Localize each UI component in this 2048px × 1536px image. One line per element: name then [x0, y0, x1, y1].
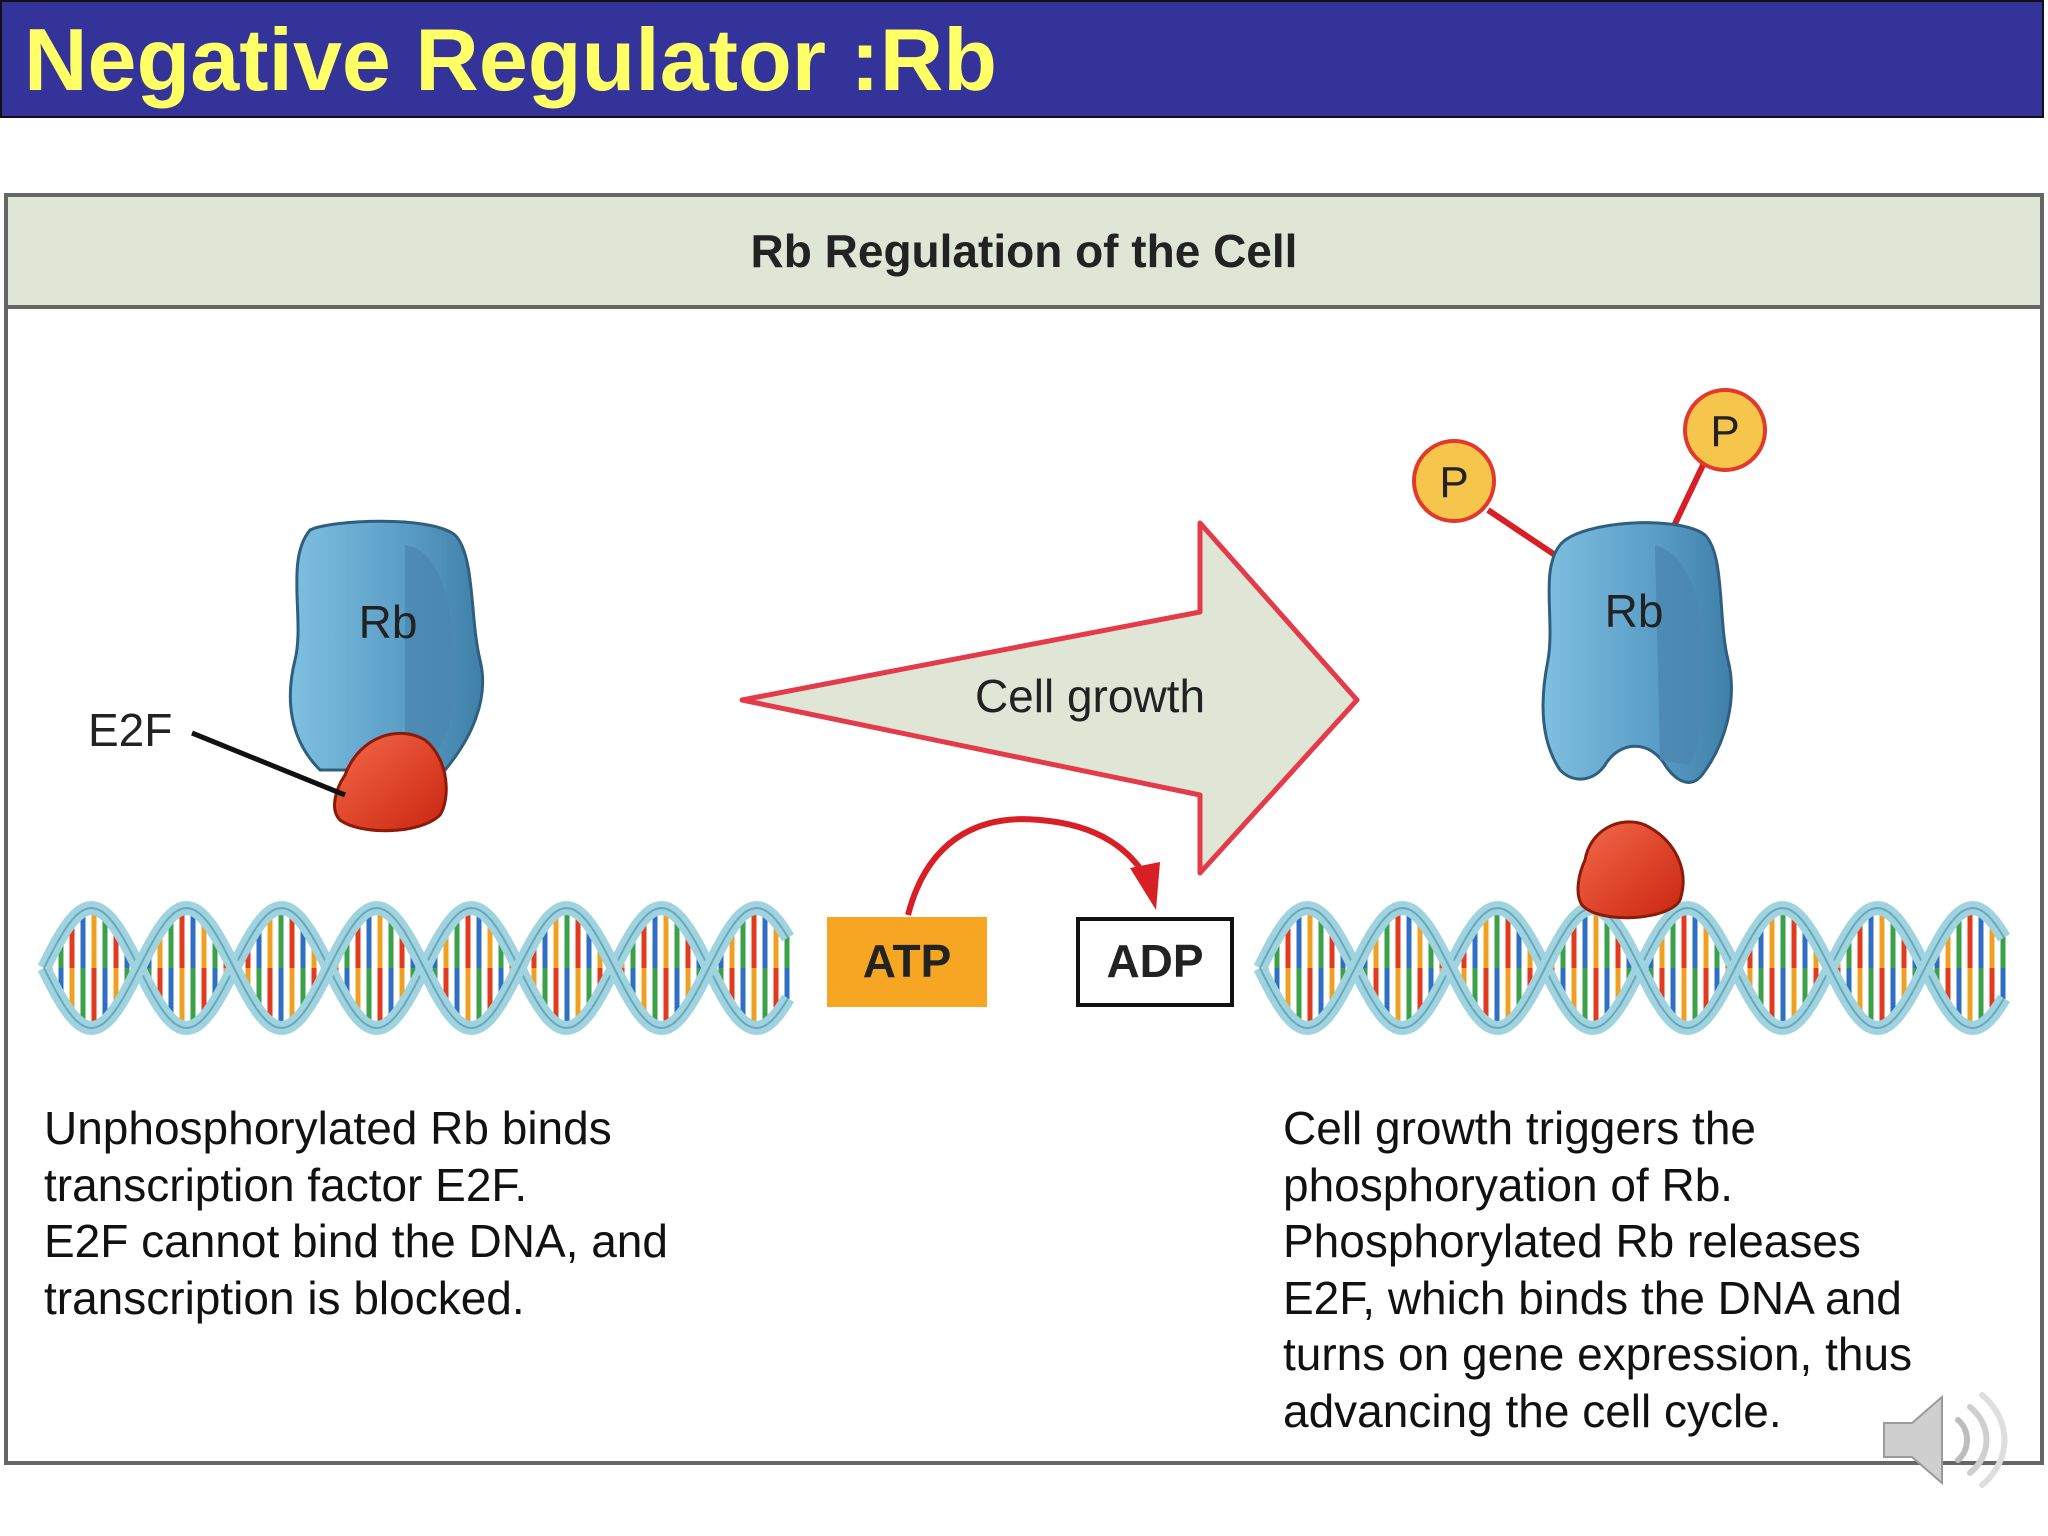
caption-right: Cell growth triggers the phosphoryation … [1283, 1100, 1912, 1439]
rb-protein-right: Rb [1541, 521, 1733, 784]
caption-left-line: transcription is blocked. [44, 1271, 525, 1324]
adp-box: ADP [1076, 917, 1234, 1007]
caption-right-line: E2F, which binds the DNA and [1283, 1271, 1902, 1324]
atp-label: ATP [863, 935, 952, 987]
figure-header: Rb Regulation of the Cell [8, 197, 2040, 309]
phosphate-group-1: P [1412, 439, 1557, 558]
dna-strand-edge [43, 906, 789, 1030]
atp-adp-arrow [905, 816, 1160, 916]
caption-left-line: Unphosphorylated Rb binds [44, 1102, 612, 1154]
caption-left-line: transcription factor E2F. [44, 1158, 528, 1211]
title-bar: Negative Regulator :Rb [0, 0, 2044, 118]
cell-growth-label: Cell growth [975, 670, 1205, 722]
caption-right-line: turns on gene expression, thus [1283, 1328, 1913, 1380]
speaker-icon[interactable] [1880, 1385, 2010, 1500]
caption-left: Unphosphorylated Rb binds transcription … [44, 1100, 668, 1326]
caption-right-line: Phosphorylated Rb releases [1283, 1215, 1861, 1267]
e2f-pointer-line [191, 730, 346, 798]
rb-label-left: Rb [359, 596, 418, 648]
dna-strand-edge [1259, 906, 2005, 1030]
dna-helix-right [1253, 900, 2010, 1036]
figure-panel: Rb Regulation of the Cell [4, 193, 2044, 1465]
phosphate-label-1: P [1439, 458, 1468, 507]
caption-right-line: Cell growth triggers the [1283, 1102, 1756, 1154]
e2f-protein-right [1576, 820, 1685, 920]
caption-right-line: advancing the cell cycle. [1283, 1384, 1782, 1437]
dna-helix-left [37, 900, 794, 1036]
dna-strand-edge [43, 906, 789, 1030]
adp-label: ADP [1106, 935, 1203, 987]
slide-title: Negative Regulator :Rb [24, 10, 998, 109]
caption-right-line: phosphoryation of Rb. [1283, 1158, 1734, 1211]
e2f-protein-left: E2F [88, 704, 448, 833]
rb-label-right: Rb [1605, 585, 1664, 637]
caption-left-line: E2F cannot bind the DNA, and [44, 1215, 668, 1267]
atp-box: ATP [827, 917, 987, 1007]
cell-growth-arrow: Cell growth [739, 520, 1360, 876]
figure-title: Rb Regulation of the Cell [750, 225, 1298, 277]
dna-strand-edge [1259, 906, 2005, 1030]
e2f-label: E2F [88, 704, 172, 756]
rb-protein-left: Rb [288, 519, 485, 772]
phosphate-group-2: P [1669, 388, 1767, 532]
phosphate-label-2: P [1710, 407, 1739, 456]
